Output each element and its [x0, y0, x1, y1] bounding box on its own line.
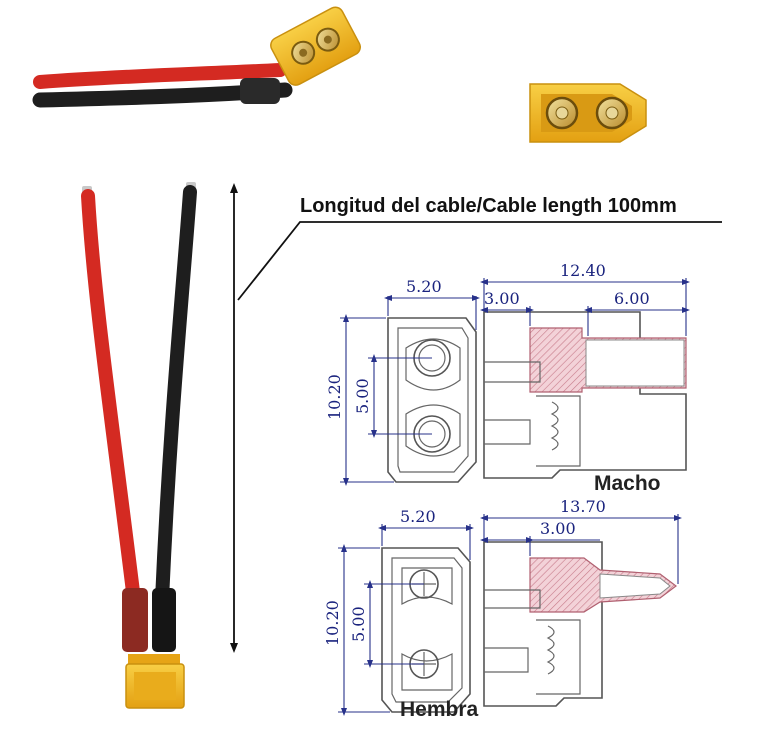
male-label: Macho [594, 472, 661, 495]
title-leader [237, 221, 722, 301]
cable-length-title: Longitud del cable/Cable length 100mm [300, 195, 677, 217]
male-side-left: 3.00 [484, 289, 520, 308]
male-side-view [480, 278, 690, 479]
female-side-view [480, 514, 682, 707]
male-front-pitch: 5.00 [353, 378, 372, 414]
female-side-total: 13.70 [560, 497, 606, 516]
female-front-width: 5.20 [400, 507, 436, 526]
female-side-left: 3.00 [540, 519, 576, 538]
male-front-height: 10.20 [325, 374, 344, 420]
top-cable-photo [32, 6, 361, 108]
male-side-total: 12.40 [560, 261, 606, 280]
female-front-height: 10.20 [323, 600, 342, 646]
female-front-pitch: 5.00 [349, 606, 368, 642]
male-front-view [340, 295, 480, 486]
female-front-view [338, 524, 474, 716]
vertical-cable-photo [81, 182, 197, 709]
male-side-right: 6.00 [614, 289, 650, 308]
female-label: Hembra [400, 698, 479, 721]
connector-face-photo [529, 83, 647, 143]
male-front-width: 5.20 [406, 277, 442, 296]
